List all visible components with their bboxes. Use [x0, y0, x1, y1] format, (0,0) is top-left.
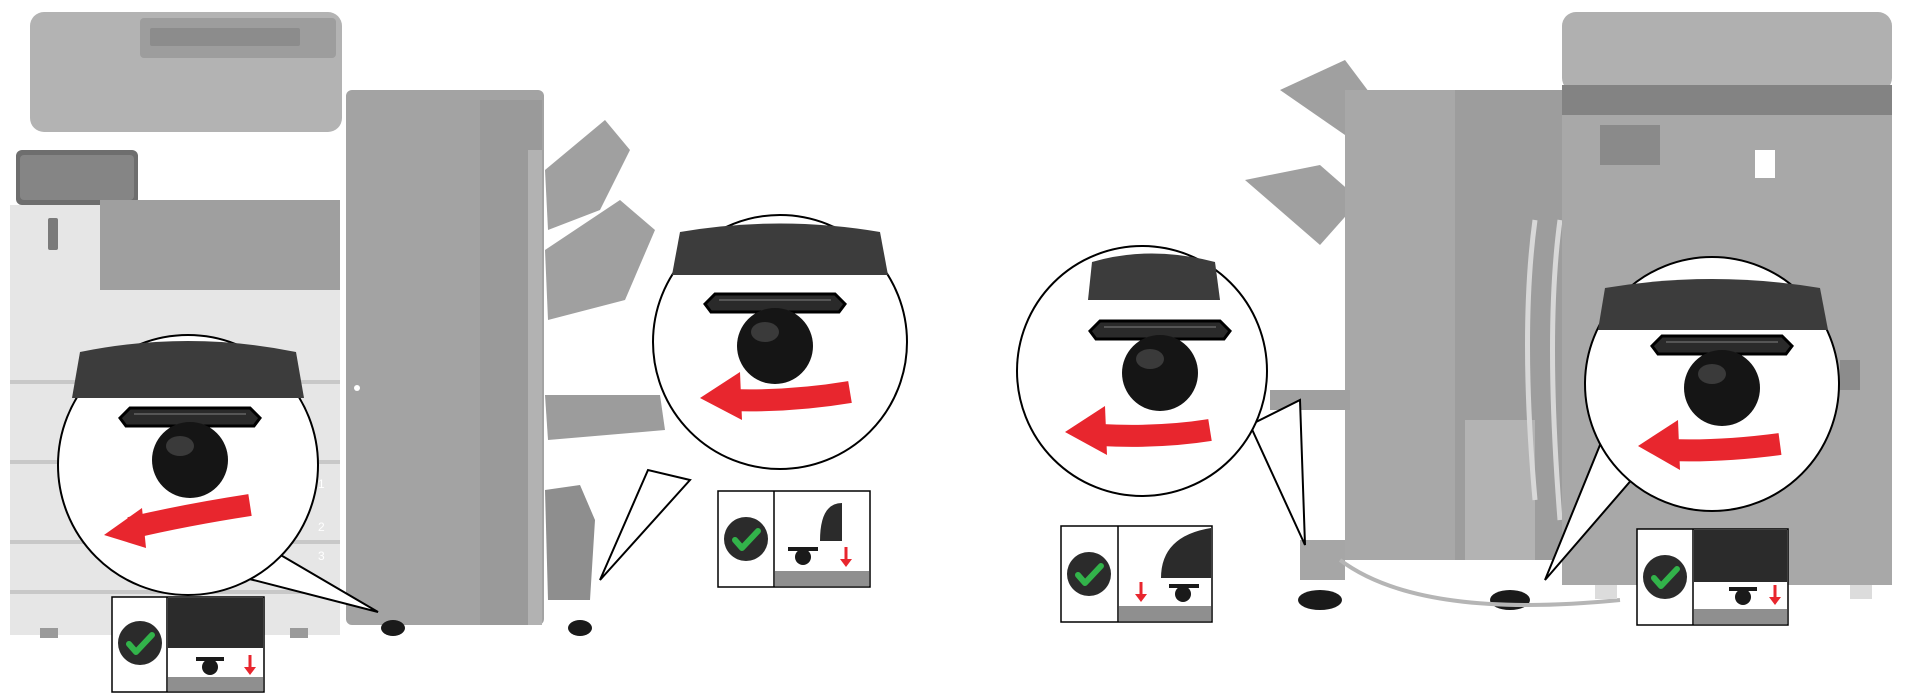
- rear-finisher-caster-2: [1490, 590, 1530, 610]
- finisher-caster-left: [381, 620, 405, 636]
- check-icon: [1067, 552, 1111, 596]
- rotate-arrow-icon: [1668, 444, 1780, 450]
- check-icon: [1643, 555, 1687, 599]
- check-icon: [724, 517, 768, 561]
- status-box-rear-right: [1637, 529, 1788, 625]
- status-box-front-left: [112, 597, 264, 692]
- svg-text:3: 3: [318, 549, 325, 563]
- status-box-rear-left: [1061, 526, 1212, 622]
- rotate-arrow-icon: [730, 392, 850, 400]
- svg-text:1: 1: [318, 477, 325, 491]
- finisher-caster-right: [568, 620, 592, 636]
- rear-finisher-caster: [1298, 590, 1342, 610]
- callout-rear-left: [1017, 246, 1305, 545]
- check-icon: [118, 621, 162, 665]
- status-box-front-right: [718, 491, 870, 587]
- svg-text:2: 2: [318, 520, 325, 534]
- rotate-arrow-icon: [1100, 430, 1210, 436]
